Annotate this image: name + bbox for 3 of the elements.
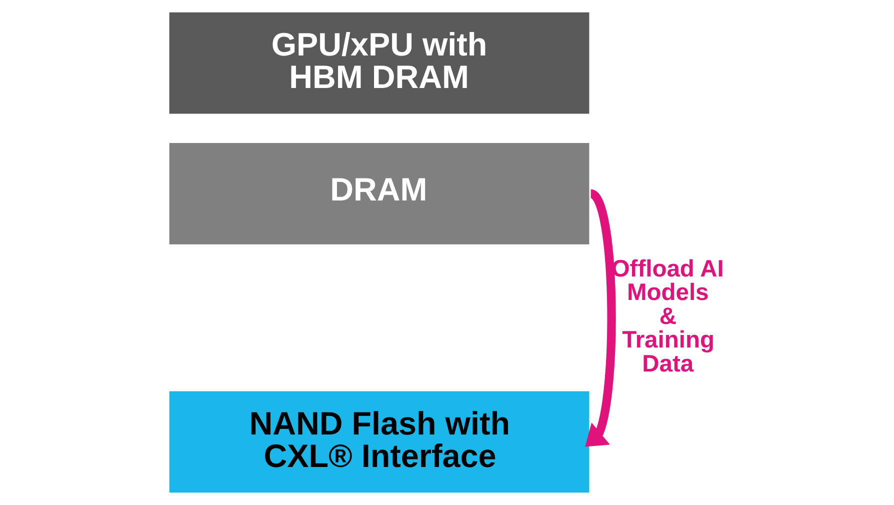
node-box: DRAM	[169, 142, 590, 244]
node-box: GPU/xPU with HBM DRAM	[169, 12, 590, 114]
node-box: NAND Flash with CXL® Interface	[169, 391, 590, 493]
